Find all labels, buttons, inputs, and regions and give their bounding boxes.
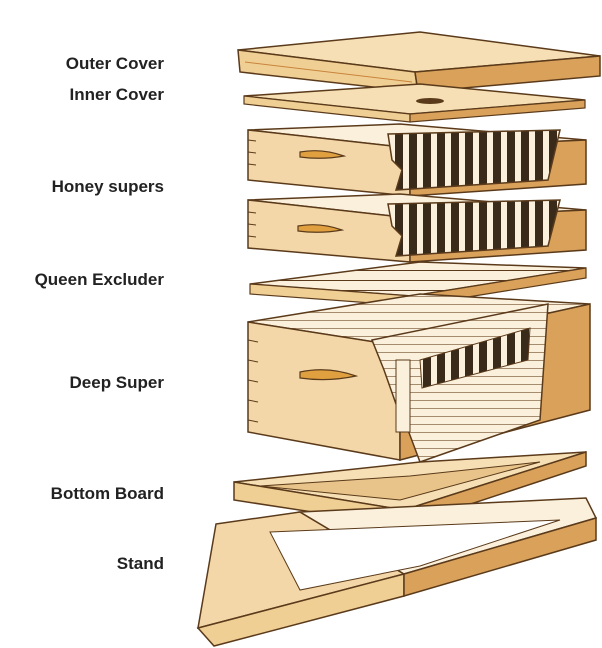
deep-super	[247, 293, 591, 463]
outer-cover	[237, 31, 601, 93]
label-outer-cover: Outer Cover	[65, 54, 164, 73]
label-honey-supers: Honey supers	[51, 177, 164, 196]
label-deep-super: Deep Super	[69, 373, 164, 392]
honey-super-bottom	[247, 193, 587, 263]
label-queen-excluder: Queen Excluder	[34, 270, 164, 289]
stand	[196, 497, 598, 647]
queen-excluder	[249, 261, 587, 307]
label-stand: Stand	[116, 554, 164, 573]
honey-super-top	[247, 123, 587, 197]
label-inner-cover: Inner Cover	[69, 85, 164, 104]
label-bottom-board: Bottom Board	[50, 484, 164, 503]
inner-cover	[243, 83, 586, 123]
